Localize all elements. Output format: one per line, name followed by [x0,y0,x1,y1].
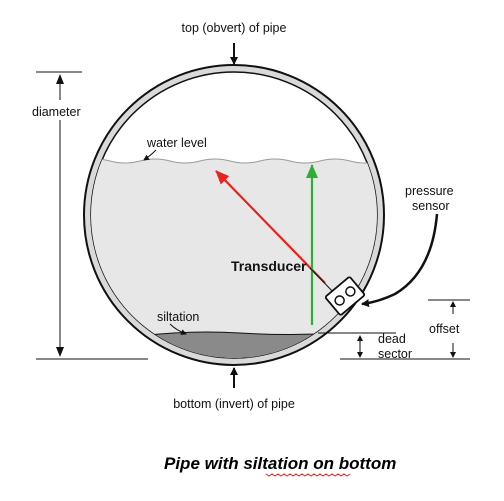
water-level-label: water level [146,136,207,150]
pressure-sensor-cable [361,213,439,308]
transducer-label: Transducer [231,258,307,274]
offset-label: offset [429,322,460,336]
water-level-pointer [143,149,157,161]
siltation-pointer [169,323,187,335]
pressure-sensor-label-line2: sensor [412,199,450,213]
diameter-arrowhead-bottom [56,347,64,357]
dead-sector-arrowhead-top [357,335,363,341]
diameter-arrowhead-top [56,74,64,84]
dead-sector-label-line2: sector [378,347,412,361]
caption: Pipe with siltation on bottom [164,454,396,473]
caption-part-1: Pipe with [164,454,243,473]
pressure-sensor-label-line1: pressure [405,184,454,198]
top-label: top (obvert) of pipe [182,21,287,35]
caption-part-2: siltation [243,454,308,473]
transducer-device [324,276,366,316]
bottom-label: bottom (invert) of pipe [173,397,295,411]
offset-arrowhead-top [450,301,456,307]
dead-sector-label-line1: dead [378,332,406,346]
dead-sector-arrowhead-bottom [357,352,363,358]
spellcheck-underline [265,473,351,477]
water-surface-line [91,158,377,164]
offset-arrowhead-bottom [450,352,456,358]
siltation-label: siltation [157,310,199,324]
diameter-label: diameter [32,105,81,119]
red-beam [215,170,326,284]
caption-part-3: on bottom [309,454,397,473]
water-body [91,159,377,358]
